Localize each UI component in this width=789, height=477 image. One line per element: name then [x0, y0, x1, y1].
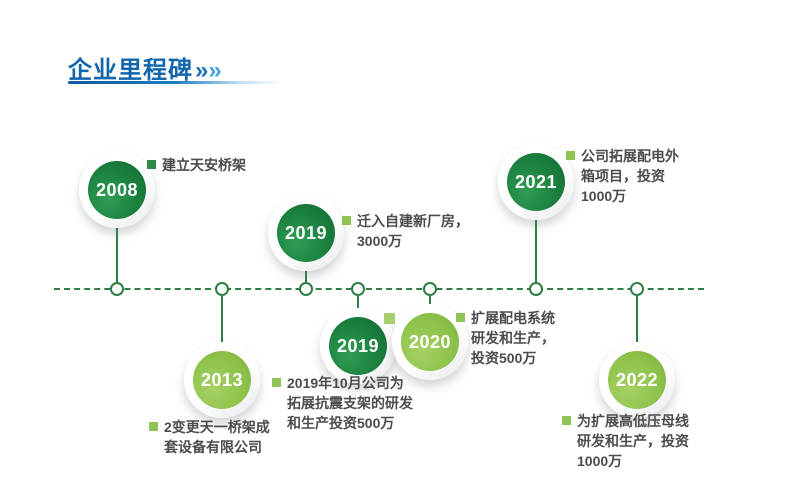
timeline-node — [630, 282, 644, 296]
milestone-circle-2020: 2020 — [392, 304, 468, 380]
bullet-square-icon — [456, 313, 465, 322]
connector-line — [305, 271, 307, 283]
milestone-note-2019-above: 迁入自建新厂房， 3000万 — [342, 211, 469, 251]
connector-line — [116, 228, 118, 283]
milestone-circle-2021: 2021 — [498, 144, 574, 220]
note-line: 2变更天一桥架成 — [164, 419, 270, 435]
milestone-circle-2008: 2008 — [79, 152, 155, 228]
note-line: 箱项目，投资 — [581, 168, 665, 184]
timeline-node — [215, 282, 229, 296]
milestone-note-2022: 为扩展高低压母线 研发和生产，投资 1000万 — [562, 411, 689, 471]
milestone-note-2013: 2变更天一桥架成 套设备有限公司 — [149, 417, 270, 457]
note-line: 建立天安桥架 — [162, 157, 246, 173]
milestone-note-2020: 扩展配电系统 研发和生产， 投资500万 — [456, 308, 555, 368]
milestone-circle-2019-above: 2019 — [268, 195, 344, 271]
note-line: 迁入自建新厂房， — [357, 213, 469, 229]
connector-line — [429, 296, 431, 305]
note-line: 和生产投资500万 — [287, 415, 395, 431]
bullet-square-icon — [272, 378, 281, 387]
milestone-year: 2021 — [514, 171, 558, 192]
title-underline — [68, 81, 283, 84]
note-line: 1000万 — [577, 453, 623, 469]
note-line: 研发和生产， — [471, 330, 555, 346]
milestone-circle-2013: 2013 — [184, 342, 260, 418]
note-line: 公司拓展配电外 — [581, 148, 679, 164]
note-line: 扩展配电系统 — [471, 310, 555, 326]
bullet-square-icon — [566, 151, 575, 160]
connector-line — [357, 296, 359, 308]
note-line: 为扩展高低压母线 — [577, 413, 689, 429]
timeline-axis — [54, 288, 704, 290]
milestone-note-2021: 公司拓展配电外 箱项目，投资 1000万 — [566, 146, 679, 206]
timeline-node — [299, 282, 313, 296]
note-line: 投资500万 — [471, 350, 537, 366]
milestone-year: 2020 — [408, 331, 452, 352]
page-title-wrap: 企业里程碑»» — [68, 50, 222, 85]
connector-line — [535, 220, 537, 282]
milestone-year: 2013 — [200, 369, 244, 390]
milestone-year: 2008 — [95, 179, 139, 200]
note-line: 3000万 — [357, 233, 403, 249]
bullet-square-icon — [562, 416, 571, 425]
milestone-note-2008: 建立天安桥架 — [147, 155, 246, 175]
milestone-year: 2019 — [336, 335, 380, 356]
bullet-square-icon — [342, 216, 351, 225]
note-line: 研发和生产，投资 — [577, 433, 689, 449]
bullet-square-icon — [149, 422, 158, 431]
milestone-year: 2019 — [284, 222, 328, 243]
timeline-node — [110, 282, 124, 296]
note-line: 套设备有限公司 — [164, 439, 262, 455]
page-title: 企业里程碑 — [68, 57, 193, 84]
note-line: 1000万 — [581, 188, 627, 204]
decor-square-icon — [384, 313, 395, 324]
milestone-note-2019-below: 2019年10月公司为 拓展抗震支架的研发 和生产投资500万 — [272, 373, 413, 433]
milestone-year: 2022 — [615, 369, 659, 390]
milestone-circle-2019-below: 2019 — [320, 308, 396, 384]
milestone-circle-2022: 2022 — [599, 342, 675, 418]
chevron-right-icon: » — [208, 57, 222, 84]
chevron-right-icon: » — [195, 57, 209, 84]
timeline-node — [423, 282, 437, 296]
timeline-node — [529, 282, 543, 296]
connector-line — [636, 296, 638, 342]
connector-line — [221, 296, 223, 342]
note-line: 拓展抗震支架的研发 — [287, 395, 413, 411]
bullet-square-icon — [147, 160, 156, 169]
note-line: 2019年10月公司为 — [287, 375, 404, 391]
timeline-node — [351, 282, 365, 296]
